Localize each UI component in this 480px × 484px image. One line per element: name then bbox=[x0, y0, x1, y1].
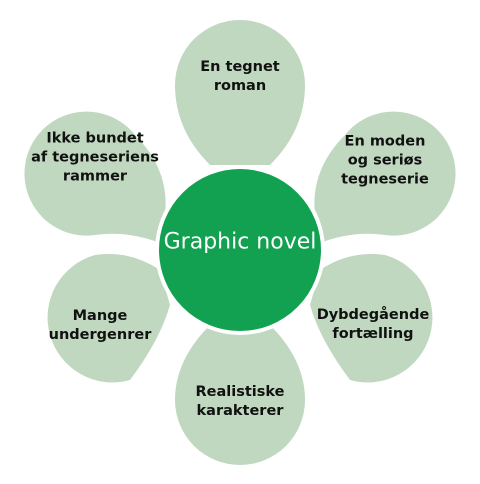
petal-shape-lower-left bbox=[47, 254, 170, 383]
center-circle bbox=[155, 165, 325, 335]
petal-label-upper-left: Ikke bundet af tegneseriens rammer bbox=[31, 130, 159, 185]
petal-label-top: En tegnet roman bbox=[200, 59, 280, 94]
petal-shape-lower-right bbox=[310, 254, 433, 383]
petal-label-bottom: Realistiske karakterer bbox=[195, 384, 285, 419]
center-label: Graphic novel bbox=[163, 229, 317, 255]
petal-label-lower-right: Dybdegående fortælling bbox=[316, 307, 430, 342]
petal-label-lower-left: Mange undergenrer bbox=[48, 308, 152, 343]
petal-label-upper-right: En moden og seriøs tegneserie bbox=[341, 133, 429, 188]
petal-shape-upper-right bbox=[314, 111, 456, 245]
petal-shape-bottom bbox=[175, 325, 305, 465]
petal-shape-upper-left bbox=[24, 111, 166, 246]
petal-shape-top bbox=[175, 20, 305, 165]
